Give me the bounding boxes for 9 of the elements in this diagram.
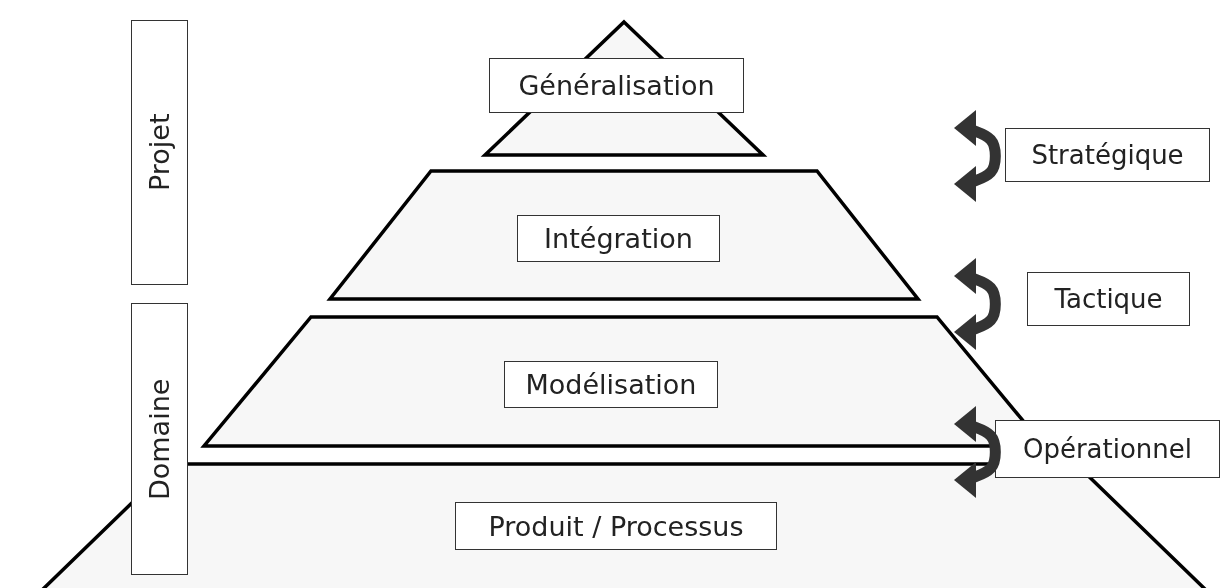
- level-label: Tactique: [1027, 272, 1190, 326]
- level-label: Opérationnel: [995, 420, 1220, 478]
- tier-label: Généralisation: [489, 58, 744, 113]
- tier-label: Intégration: [517, 215, 720, 262]
- axis-label: Projet: [131, 20, 188, 285]
- axis-label: Domaine: [131, 303, 188, 575]
- tier-label: Modélisation: [504, 361, 718, 408]
- tier-label: Produit / Processus: [455, 502, 777, 550]
- level-label: Stratégique: [1005, 128, 1210, 182]
